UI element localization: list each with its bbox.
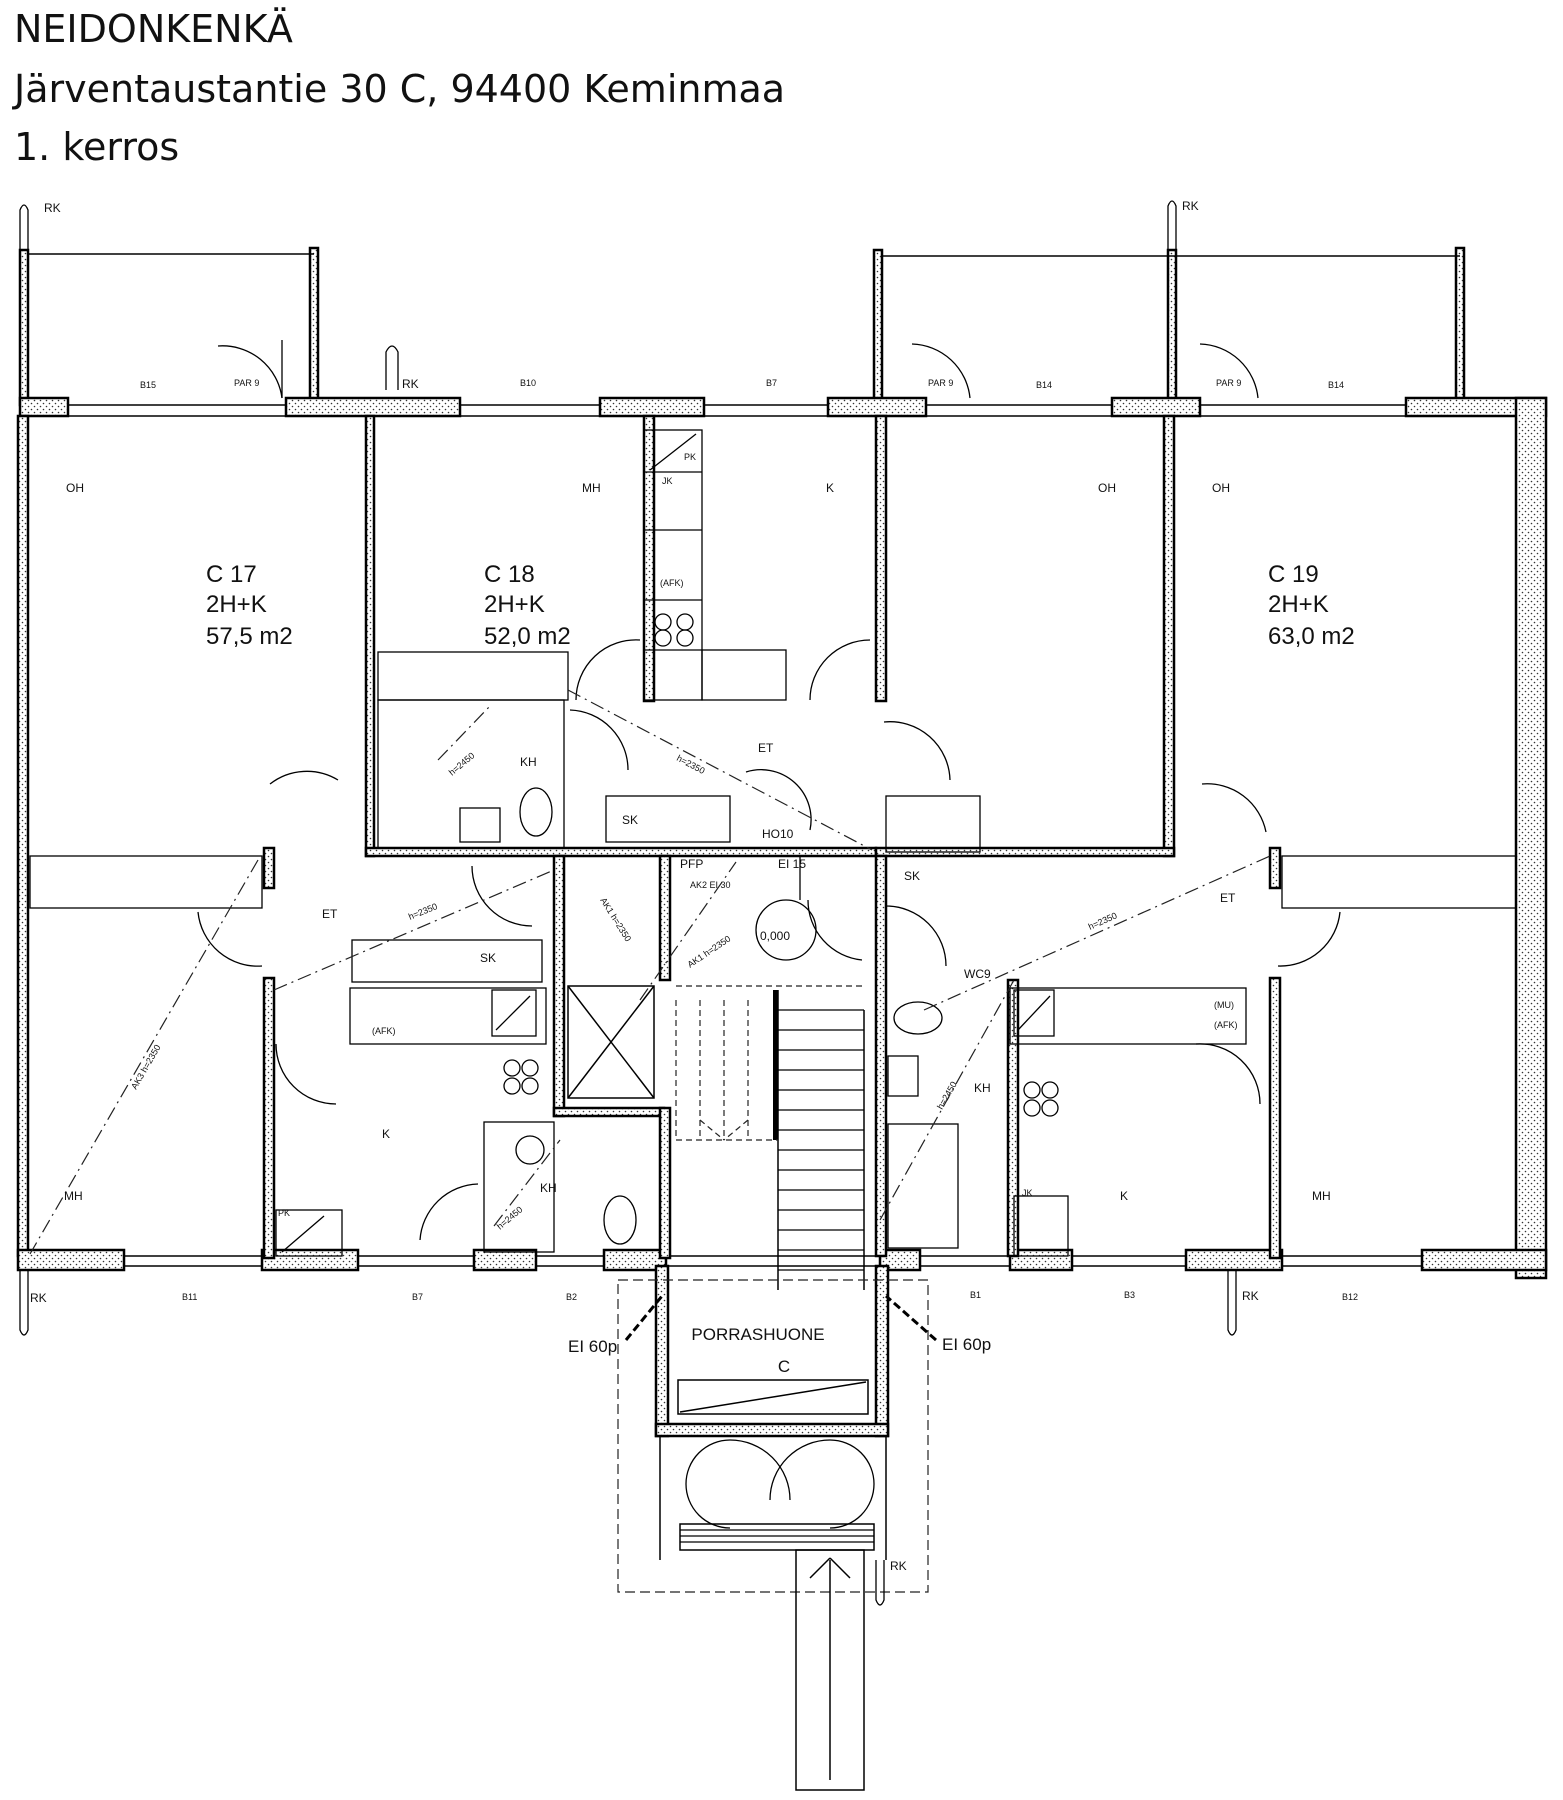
svg-text:OH: OH (1098, 481, 1116, 495)
height-label-ak1: AK1 h=2350 (686, 934, 733, 970)
svg-text:K: K (1120, 1189, 1128, 1203)
apartment-c17: C 17 2H+K 57,5 m2 (206, 561, 293, 650)
interior-walls (262, 414, 1282, 1260)
apartment-area: 57,5 m2 (206, 623, 293, 650)
room-labels: OH MH K OH OH ET ET ET KH KH KH K K MH M… (64, 378, 1331, 1218)
kitchen-fixtures (29, 429, 1517, 1257)
svg-text:B15: B15 (140, 380, 156, 390)
svg-text:B1: B1 (970, 1290, 981, 1300)
svg-text:JK: JK (662, 476, 673, 486)
svg-text:B14: B14 (1036, 380, 1052, 390)
svg-text:(AFK): (AFK) (660, 578, 684, 588)
svg-text:PAR 9: PAR 9 (234, 378, 259, 388)
svg-text:HO10: HO10 (762, 827, 794, 841)
svg-text:0,000: 0,000 (760, 929, 790, 943)
svg-text:RK: RK (890, 1559, 907, 1573)
svg-text:SK: SK (480, 951, 496, 965)
fire-rating-left: EI 60p (568, 1337, 617, 1356)
svg-text:PAR 9: PAR 9 (928, 378, 953, 388)
svg-text:OH: OH (1212, 481, 1230, 495)
bathroom-fixtures (377, 699, 959, 1253)
svg-text:MH: MH (64, 1189, 83, 1203)
svg-text:B14: B14 (1328, 380, 1344, 390)
svg-text:PK: PK (684, 452, 696, 462)
stairwell-label: PORRASHUONE (691, 1325, 824, 1344)
height-label-kh-right: h=2450 (935, 1080, 959, 1111)
height-label-kh-bottom: h=2450 (495, 1204, 525, 1231)
apartment-id: C 17 (206, 561, 257, 588)
height-label-ak3: AK3 h=2350 (129, 1043, 163, 1091)
stairwell: PORRASHUONE C (567, 985, 890, 1438)
height-label-ak2: AK2 EI 30 (690, 880, 731, 890)
svg-text:B7: B7 (412, 1292, 423, 1302)
apartment-type: 2H+K (206, 591, 267, 618)
svg-text:K: K (826, 481, 834, 495)
reference-lines: h=2350 h=2350 h=2350 AK3 h=2350 AK1 h=23… (29, 689, 1271, 1255)
floor-label: 1. kerros (14, 125, 180, 169)
apartment-type: 2H+K (1268, 591, 1329, 618)
svg-text:RK: RK (44, 201, 61, 215)
svg-text:B12: B12 (1342, 1292, 1358, 1302)
svg-text:SK: SK (904, 869, 920, 883)
apartment-type: 2H+K (484, 591, 545, 618)
svg-text:(AFK): (AFK) (1214, 1020, 1238, 1030)
exterior-walls (16, 396, 1548, 1280)
fire-rating-right: EI 60p (942, 1335, 991, 1354)
fire-separation: EI 60p EI 60p (568, 1294, 991, 1356)
apartment-area: 52,0 m2 (484, 623, 571, 650)
svg-text:B2: B2 (566, 1292, 577, 1302)
svg-text:PK: PK (278, 1208, 290, 1218)
svg-text:(MU): (MU) (1214, 1000, 1234, 1010)
svg-text:SK: SK (622, 813, 638, 827)
rk-markers: RK RK RK RK RK RK (19, 199, 1259, 1606)
svg-text:ET: ET (758, 741, 774, 755)
svg-text:B3: B3 (1124, 1290, 1135, 1300)
svg-text:PFP: PFP (680, 857, 703, 871)
svg-text:RK: RK (402, 377, 419, 391)
svg-text:RK: RK (30, 1291, 47, 1305)
svg-text:JK: JK (1022, 1188, 1033, 1198)
balcony-labels: B15 B10 B7 B14 B14 B11 B7 B2 B1 B3 B12 (140, 378, 1358, 1302)
svg-text:RK: RK (1182, 199, 1199, 213)
entrance-canopy (617, 1279, 929, 1791)
svg-text:OH: OH (66, 481, 84, 495)
svg-text:KH: KH (974, 1081, 991, 1095)
apartment-c19: C 19 2H+K 63,0 m2 (1268, 561, 1355, 650)
top-balconies (18, 246, 1466, 407)
svg-text:MH: MH (582, 481, 601, 495)
stair-treads (675, 985, 865, 1290)
svg-text:(AFK): (AFK) (372, 1026, 396, 1036)
svg-text:K: K (382, 1127, 390, 1141)
apartment-area: 63,0 m2 (1268, 623, 1355, 650)
apartment-c18: C 18 2H+K 52,0 m2 (484, 561, 571, 650)
building-name: NEIDONKENKÄ (14, 7, 293, 51)
svg-text:MH: MH (1312, 1189, 1331, 1203)
svg-text:ET: ET (1220, 891, 1236, 905)
apartment-id: C 18 (484, 561, 535, 588)
height-label-kh-left: h=2450 (447, 750, 477, 777)
apartment-id: C 19 (1268, 561, 1319, 588)
svg-text:ET: ET (322, 907, 338, 921)
svg-text:PAR 9: PAR 9 (1216, 378, 1241, 388)
height-label-ak1b: AK1 h=2350 (598, 896, 633, 944)
building-address: Järventaustantie 30 C, 94400 Keminmaa (14, 67, 786, 111)
height-label-left: h=2350 (407, 901, 439, 922)
svg-text:WC9: WC9 (964, 967, 991, 981)
svg-text:KH: KH (540, 1181, 557, 1195)
stairwell-letter: C (778, 1357, 790, 1376)
svg-text:B10: B10 (520, 378, 536, 388)
svg-text:KH: KH (520, 755, 537, 769)
height-label-right: h=2350 (1087, 910, 1119, 931)
door-swings (197, 340, 1341, 1241)
svg-text:RK: RK (1242, 1289, 1259, 1303)
svg-text:B11: B11 (182, 1292, 197, 1302)
elevator-shaft (567, 985, 655, 1099)
svg-text:B7: B7 (766, 378, 777, 388)
height-label-center: h=2350 (675, 753, 706, 776)
svg-text:EI 15: EI 15 (778, 857, 806, 871)
